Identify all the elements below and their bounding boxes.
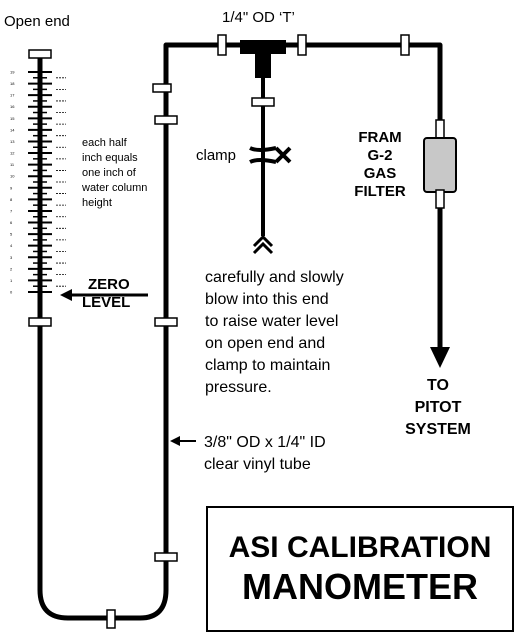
scale-tick-label: 15 <box>10 116 15 121</box>
filter-bottom-neck <box>435 189 445 209</box>
tee-stem <box>255 52 271 78</box>
scale-tick-label: 6 <box>10 220 13 225</box>
manometer-tube <box>37 42 443 621</box>
blow-instructions-line-1: carefully and slowly <box>205 269 344 286</box>
scale-tick-label: 19 <box>10 70 15 75</box>
blow-instructions-line-5: clamp to maintain <box>205 357 330 374</box>
half-inch-note-line-4: water column <box>81 182 147 194</box>
zero-level-line-1: ZERO <box>88 276 130 293</box>
blow-instructions-line-2: blow into this end <box>205 291 329 308</box>
scale-tick-label: 3 <box>10 255 13 260</box>
open-end-label: Open end <box>4 13 70 30</box>
half-inch-note-line-3: one inch of <box>82 167 137 179</box>
scale-tick-label: 1 <box>10 278 13 283</box>
scale-tick-label: 2 <box>10 266 13 271</box>
clamp-icon <box>249 146 292 164</box>
scale-tick-label: 10 <box>10 174 15 179</box>
to-pitot-line-1: TO <box>427 377 449 394</box>
tube-spec-line-1: 3/8" OD x 1/4" ID <box>204 434 326 451</box>
scale-tick-label: 7 <box>10 208 13 213</box>
gas-filter <box>423 137 457 193</box>
blow-end-chevron-1 <box>252 234 274 248</box>
to-pitot-line-2: PITOT <box>415 399 462 416</box>
tube-spec-line-2: clear vinyl tube <box>204 456 311 473</box>
scale-tick-label: 12 <box>10 151 15 156</box>
filter-label-line-1: FRAM <box>358 129 401 146</box>
scale-tick-label: 4 <box>10 243 13 248</box>
half-inch-note-line-1: each half <box>82 137 128 149</box>
half-inch-note-line-5: height <box>82 197 112 209</box>
blow-instructions-line-6: pressure. <box>205 379 272 396</box>
filter-label-line-3: GAS <box>364 165 397 182</box>
blow-instructions-line-3: to raise water level <box>205 313 338 330</box>
tube-clips <box>28 34 410 629</box>
scale-tick-label: 11 <box>10 162 15 167</box>
scale-tick-label: 13 <box>10 139 15 144</box>
blow-instructions-line-4: on open end and <box>205 335 325 352</box>
to-pitot-line-3: SYSTEM <box>405 421 471 438</box>
scale-tick-label: 9 <box>10 185 13 190</box>
clamp-label: clamp <box>196 147 236 164</box>
scale-tick-label: 17 <box>10 93 15 98</box>
scale-tick-label: 5 <box>10 232 13 237</box>
half-inch-note-line-2: inch equals <box>82 152 138 164</box>
zero-level-line-2: LEVEL <box>82 294 130 311</box>
tee-label: 1/4" OD ‘T’ <box>222 9 295 26</box>
scale-tick-label: 18 <box>10 81 15 86</box>
scale-tick-label: 14 <box>10 127 15 132</box>
tube-spec-arrow-head <box>170 436 180 446</box>
scale-tick-label: 16 <box>10 104 15 109</box>
tee-fitting <box>240 40 286 54</box>
title-line-1: ASI CALIBRATION <box>228 531 492 564</box>
filter-label-line-4: FILTER <box>354 183 406 200</box>
zero-level-arrow-head <box>60 289 72 301</box>
blow-end-chevron-2 <box>252 241 274 255</box>
title-line-2: MANOMETER <box>242 566 478 607</box>
pitot-arrow <box>430 347 450 368</box>
scale-tick-label: 0 <box>10 290 13 295</box>
title-box: ASI CALIBRATION MANOMETER <box>206 506 514 632</box>
filter-label-line-2: G-2 <box>367 147 392 164</box>
scale-tick-label: 8 <box>10 197 13 202</box>
